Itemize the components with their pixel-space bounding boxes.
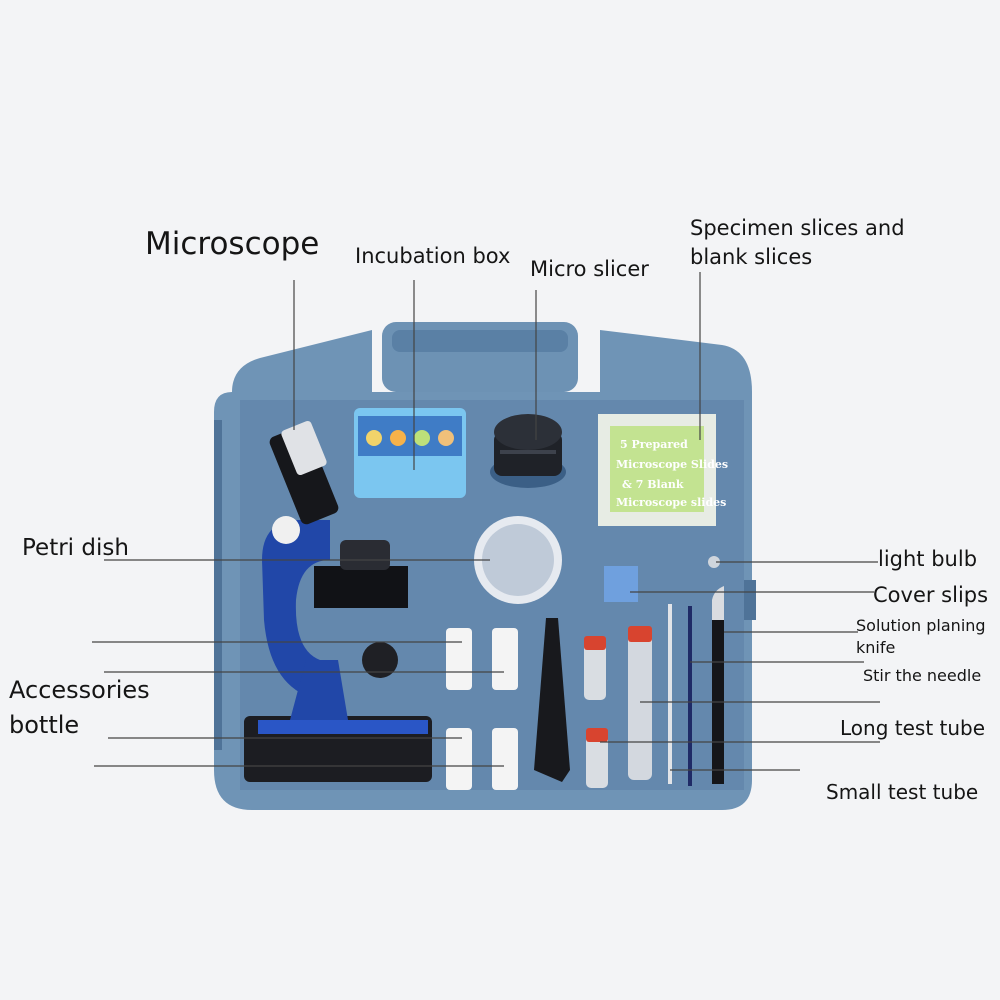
slide-text-1: 5 Prepared [620, 438, 688, 451]
label-petri-dish: Petri dish [22, 535, 129, 561]
incubation-box-icon-1 [366, 430, 382, 446]
microscope-knob [272, 516, 300, 544]
label-solution-line1: Solution planing [856, 616, 986, 635]
label-microscope: Microscope [145, 226, 320, 262]
tweezers [534, 618, 570, 782]
petri-dish-inner [482, 524, 554, 596]
slide-text-4: Microscope slides [616, 496, 726, 509]
label-cover-slips: Cover slips [873, 583, 989, 607]
microscope-foot [290, 660, 348, 720]
slide-text-3: & 7 Blank [622, 478, 684, 491]
microscope-tube [269, 425, 339, 525]
small-tube-1 [584, 640, 606, 700]
bottle-1 [446, 628, 472, 690]
microscope-eyepiece [281, 420, 327, 476]
slide-box-label [610, 426, 704, 512]
small-tube-2 [586, 728, 608, 788]
small-tube-2-cap [586, 728, 608, 742]
microscope-arm [262, 520, 330, 700]
case-edge-left [214, 420, 222, 750]
bottle-4 [492, 728, 518, 790]
microscope-stage [314, 566, 408, 608]
incubation-box-icon-2 [390, 430, 406, 446]
microscope-focus-knob [362, 642, 398, 678]
label-long-test-tube: Long test tube [840, 716, 986, 740]
label-light-bulb: light bulb [878, 547, 978, 571]
label-micro-slicer: Micro slicer [530, 257, 649, 281]
case-edge-right [744, 580, 756, 620]
label-specimen-line1: Specimen slices and [690, 216, 905, 240]
micro-slicer-top [494, 414, 562, 450]
label-accessories-line1: Accessories [9, 676, 150, 704]
bottle-2 [492, 628, 518, 690]
label-specimen-line2: blank slices [690, 245, 813, 269]
light-bulb [708, 556, 720, 568]
cover-slips [604, 566, 638, 602]
incubation-box-icon-4 [438, 430, 454, 446]
long-tube [628, 630, 652, 780]
label-accessories-line2: bottle [9, 711, 80, 739]
planing-knife-blade [712, 586, 724, 620]
small-tube-1-cap [584, 636, 606, 650]
microscope-base-top [258, 720, 428, 734]
label-small-test-tube: Small test tube [826, 780, 979, 804]
needle-2 [668, 604, 672, 784]
stir-needle [688, 606, 692, 786]
microscope-turret [340, 540, 390, 570]
label-solution-line2: knife [856, 638, 896, 657]
label-stir-needle: Stir the needle [863, 666, 982, 685]
case-handle-grip [392, 330, 568, 352]
slide-text-2: Microscope Slides [616, 458, 728, 471]
incubation-box-icon-3 [414, 430, 430, 446]
micro-slicer-ridge [500, 450, 556, 454]
bottle-3 [446, 728, 472, 790]
long-tube-cap [628, 626, 652, 642]
label-incubation-box: Incubation box [355, 244, 511, 268]
